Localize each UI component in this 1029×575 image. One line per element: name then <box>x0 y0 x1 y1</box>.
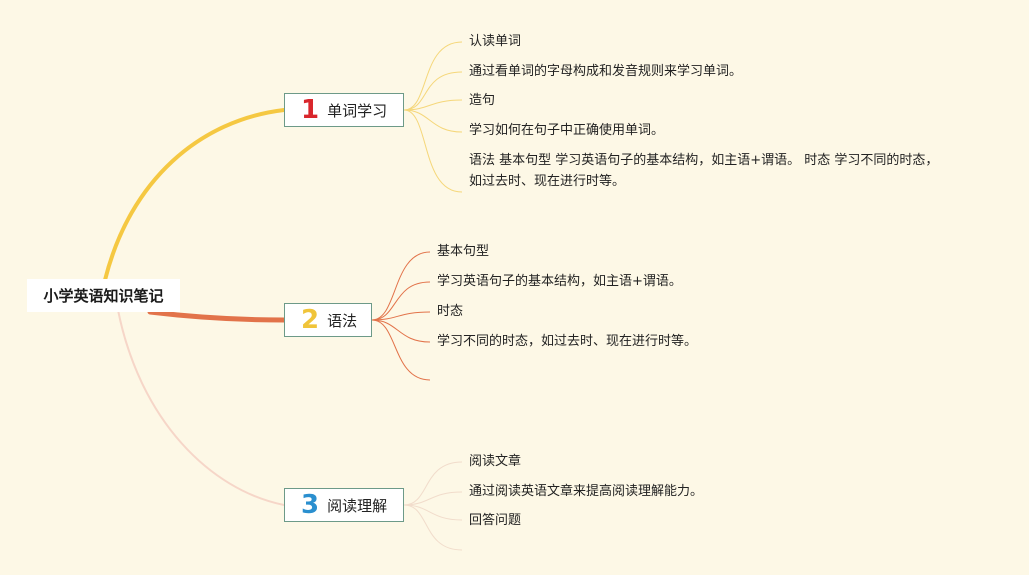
topic1-leaf-lines <box>403 41 463 193</box>
topic-label-1: 单词学习 <box>327 101 388 120</box>
branch-line-3 <box>117 309 285 506</box>
root-label: 小学英语知识笔记 <box>43 287 164 305</box>
topic2-detail-1: 基本句型 <box>437 244 490 259</box>
topic1-detail-4: 学习如何在句子中正确使用单词。 <box>469 123 665 138</box>
topic-node-1[interactable]: 1 单词学习 <box>284 93 404 127</box>
topic1-detail-5: 语法 基本句型 学习英语句子的基本结构，如主语+谓语。 时态 学习不同的时态， <box>469 153 939 168</box>
number-1-icon: 1 <box>301 95 320 125</box>
topic1-detail-3: 造句 <box>469 93 496 108</box>
topic-node-2[interactable]: 2 语法 <box>284 303 372 337</box>
root-node[interactable]: 小学英语知识笔记 <box>27 279 180 312</box>
topic1-detail-6: 如过去时、现在进行时等。 <box>469 174 626 189</box>
topic-node-3[interactable]: 3 阅读理解 <box>284 488 404 522</box>
topic-label-2: 语法 <box>327 311 358 330</box>
topic3-leaf-lines <box>403 461 463 551</box>
topic2-leaf-lines <box>371 251 431 381</box>
branch-line-1 <box>103 108 286 282</box>
topic2-detail-2: 学习英语句子的基本结构，如主语+谓语。 <box>437 274 682 289</box>
topic-label-3: 阅读理解 <box>327 496 388 515</box>
topic3-detail-1: 阅读文章 <box>469 454 522 469</box>
topic3-detail-2: 通过阅读英语文章来提高阅读理解能力。 <box>469 484 704 499</box>
topic1-detail-1: 认读单词 <box>469 34 522 49</box>
topic2-detail-4: 学习不同的时态，如过去时、现在进行时等。 <box>437 334 698 349</box>
number-3-icon: 3 <box>301 490 320 520</box>
topic3-detail-3: 回答问题 <box>469 513 522 528</box>
topic1-detail-2: 通过看单词的字母构成和发音规则来学习单词。 <box>469 64 743 79</box>
number-2-icon: 2 <box>301 305 320 335</box>
topic2-detail-3: 时态 <box>437 304 464 319</box>
branch-line-2 <box>147 309 287 323</box>
